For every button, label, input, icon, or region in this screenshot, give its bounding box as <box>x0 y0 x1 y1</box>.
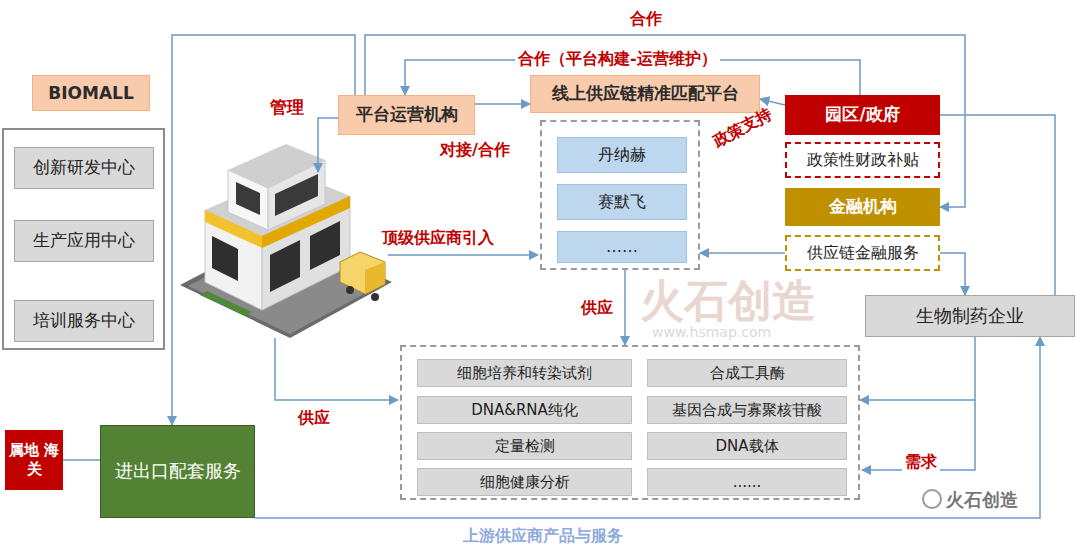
product-group: 细胞培养和转染试剂 合成工具酶 DNA&RNA纯化 基因合成与寡聚核苷酸定量检测 DNA… <box>400 345 860 500</box>
product-box: 基因合成与寡聚核苷酸 <box>647 396 847 424</box>
connector <box>760 99 785 105</box>
center-box: 创新研发中心 <box>14 147 154 189</box>
group-frame: BIOMALL创新研发中心生产应用中心培训服务中心 <box>2 128 165 350</box>
finance-service-box: 供应链金融服务 <box>785 235 940 271</box>
node-text: 创新研发中心 <box>33 157 135 178</box>
node-text: 园区/政府 <box>825 104 899 125</box>
supplier-box: 赛默飞 <box>557 184 687 220</box>
supplier-group: 丹纳赫赛默飞 …… <box>540 120 700 270</box>
center-box: 生产应用中心 <box>14 220 154 262</box>
center-box: 培训服务中心 <box>14 300 154 342</box>
node-text: 培训服务中心 <box>33 310 135 331</box>
connector <box>255 337 1040 518</box>
node-text: 供应链金融服务 <box>807 243 919 263</box>
node-text: DNA&RNA纯化 <box>471 401 578 420</box>
building-illustration <box>180 144 392 338</box>
node-text: ...... <box>733 473 762 492</box>
node-text: …… <box>606 237 638 257</box>
connector <box>475 103 530 105</box>
supplier-intro-arrow <box>388 254 538 256</box>
edge-label: 上游供应商产品与服务 <box>460 526 626 547</box>
product-box: DNA&RNA纯化 <box>417 396 632 424</box>
node-text: 线上供应链精准匹配平台 <box>552 83 739 104</box>
node-text: 金融机构 <box>829 196 897 217</box>
product-box: 合成工具酶 <box>647 359 847 387</box>
edge-label: 供应 <box>578 298 616 319</box>
node-text: 赛默飞 <box>598 192 646 212</box>
product-box: 细胞健康分析 <box>417 468 632 496</box>
pharma-box: 生物制药企业 <box>865 295 1075 337</box>
product-box: 细胞培养和转染试剂 <box>417 359 632 387</box>
node-text: 政策性财政补贴 <box>807 150 919 170</box>
group-heading: BIOMALL <box>32 75 150 111</box>
connector <box>860 337 975 400</box>
node-text: 细胞健康分析 <box>480 473 570 492</box>
edge-label: 对接/合作 <box>437 140 513 161</box>
product-box: ...... <box>647 468 847 496</box>
manage-arrow <box>318 118 338 172</box>
edge-label: 合作 <box>627 9 665 30</box>
subsidy-box: 政策性财政补贴 <box>785 142 940 178</box>
product-box: 定量检测 <box>417 432 632 460</box>
watermark: www.hsmap.com <box>652 324 771 340</box>
platform-box: 线上供应链精准匹配平台 <box>530 75 760 113</box>
watermark: 火石创造 <box>640 272 816 331</box>
operator-box: 平台运营机构 <box>338 95 475 135</box>
node-text: 丹纳赫 <box>598 145 646 165</box>
finance-box: 金融机构 <box>785 188 940 226</box>
customs-box: 属地 海关 <box>5 430 63 490</box>
node-text: 属地 海关 <box>5 441 63 479</box>
annotation: 供应 <box>298 408 330 429</box>
connector <box>700 252 785 254</box>
node-text: 基因合成与寡聚核苷酸 <box>672 401 822 420</box>
connector <box>940 253 965 295</box>
supplier-box: 丹纳赫 <box>557 137 687 173</box>
node-text: 平台运营机构 <box>356 104 458 125</box>
supply-arrow <box>275 338 398 400</box>
edge-label: 需求 <box>902 452 940 473</box>
import-export-box: 进出口配套服务 <box>100 425 255 518</box>
node-text: DNA载体 <box>715 437 778 456</box>
node-text: 生产应用中心 <box>33 230 135 251</box>
logo-icon <box>923 490 941 508</box>
node-text: 细胞培养和转染试剂 <box>457 364 592 383</box>
logo-text: 火石创造 <box>946 488 1018 512</box>
connector <box>940 115 1055 295</box>
government-box: 园区/政府 <box>785 95 940 135</box>
annotation: 顶级供应商引入 <box>382 228 494 249</box>
annotation: 管理 <box>270 96 304 119</box>
connector <box>172 35 355 425</box>
supplier-box: …… <box>557 231 687 263</box>
node-text: 生物制药企业 <box>916 305 1024 328</box>
node-text: 进出口配套服务 <box>115 460 241 483</box>
connector <box>624 270 626 345</box>
edge-label: 合作（平台构建-运营维护） <box>515 49 720 70</box>
node-text: 定量检测 <box>495 437 555 456</box>
product-box: DNA载体 <box>647 432 847 460</box>
connector <box>63 459 100 461</box>
node-text: 合成工具酶 <box>710 364 785 383</box>
